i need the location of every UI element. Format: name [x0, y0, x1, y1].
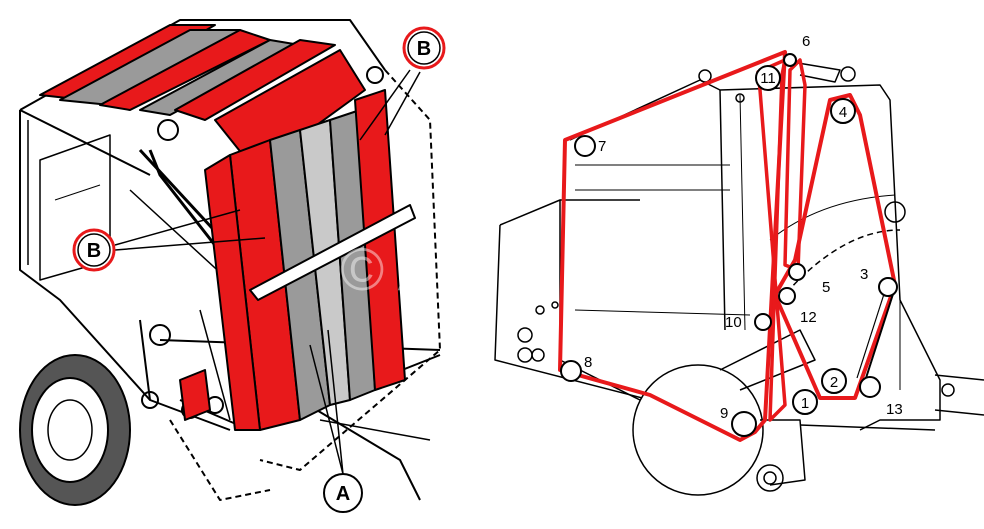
roller-6: [783, 53, 797, 67]
roller-13: [859, 376, 881, 398]
callout-a: A: [309, 329, 363, 513]
roller-12: [778, 287, 796, 305]
roller-label-13: 13: [886, 401, 903, 418]
svg-text:A: A: [336, 483, 350, 505]
roller-label-9: 9: [720, 405, 728, 422]
roller-labels: 6 11 4 7 3 5 12 10 8 2 1 13 9: [584, 33, 903, 422]
roller-9: [731, 411, 757, 437]
roller-label-2: 2: [830, 374, 838, 391]
roller-label-8: 8: [584, 354, 592, 371]
roller-2: [821, 368, 847, 394]
roller-label-12: 12: [800, 309, 817, 326]
roller-label-4: 4: [839, 104, 847, 121]
baler-belts: [39, 24, 416, 431]
roller-3: [878, 277, 898, 297]
roller-7: [574, 135, 596, 157]
roller-10: [754, 313, 772, 331]
rollers: [560, 53, 898, 437]
roller-4: [830, 98, 856, 124]
roller-label-1: 1: [801, 395, 809, 412]
callout-b-left: B: [72, 209, 266, 272]
roller-11: [755, 65, 781, 91]
roller-1: [792, 389, 818, 415]
roller-label-11: 11: [760, 70, 776, 87]
svg-text:B: B: [87, 240, 101, 262]
roller-label-6: 6: [802, 33, 810, 50]
roller-5: [788, 263, 806, 281]
svg-text:B: B: [417, 38, 431, 60]
wheel: [19, 354, 131, 506]
roller-label-7: 7: [598, 138, 606, 155]
roller-8: [560, 360, 582, 382]
roller-label-10: 10: [725, 314, 742, 331]
callout-b-top: B: [359, 26, 446, 141]
roller-label-3: 3: [860, 266, 868, 283]
roller-label-5: 5: [822, 279, 830, 296]
baler-side-view: [494, 61, 984, 496]
watermark: © A: [340, 236, 438, 303]
